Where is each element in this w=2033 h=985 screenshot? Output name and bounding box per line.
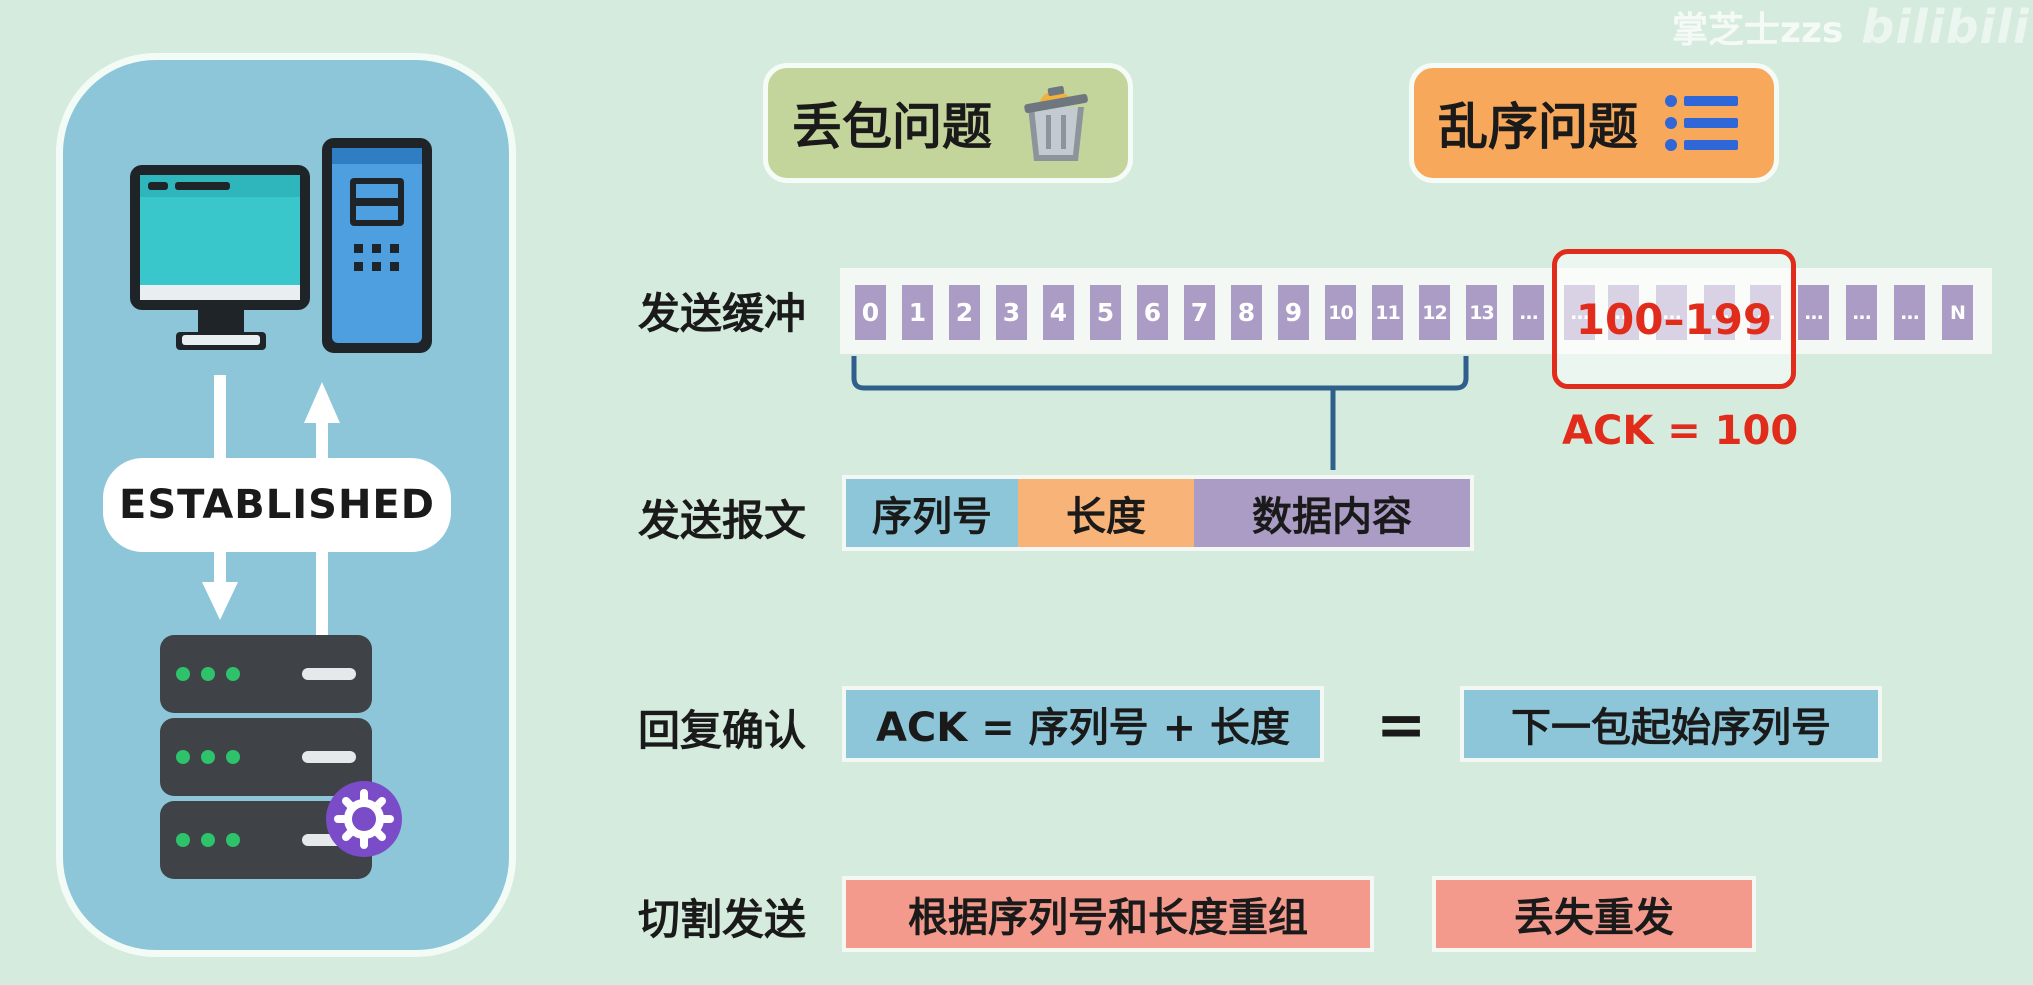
buffer-cell: 2 (949, 285, 980, 340)
buffer-cell: 12 (1419, 285, 1450, 340)
buffer-cell: 0 (855, 285, 886, 340)
buffer-cell: ... (1846, 285, 1877, 340)
buffer-cell: 7 (1184, 285, 1215, 340)
highlighted-range: 100–199 (1552, 249, 1796, 389)
length-field: 长度 (1018, 479, 1194, 547)
buffer-cell: ... (1798, 285, 1829, 340)
next-packet-seq: 下一包起始序列号 (1460, 686, 1882, 762)
gear-icon (326, 781, 402, 857)
send-packet-label: 发送报文 (638, 496, 807, 545)
buffer-cell: 5 (1090, 285, 1121, 340)
trash-can-icon (1024, 85, 1088, 161)
send-buffer-label: 发送缓冲 (638, 289, 807, 338)
ack-value: ACK = 100 (1562, 408, 1799, 454)
buffer-cell: 6 (1137, 285, 1168, 340)
buffer-cell: 3 (996, 285, 1027, 340)
packet-loss-header: 丢包问题 (763, 63, 1133, 183)
buffer-cell: 8 (1231, 285, 1262, 340)
buffer-cell: ... (1513, 285, 1544, 340)
out-of-order-header: 乱序问题 (1409, 63, 1779, 183)
established-status: ESTABLISHED (103, 458, 451, 552)
buffer-cell: ... (1894, 285, 1925, 340)
monitor-icon (130, 165, 310, 350)
packet-structure: 序列号 长度 数据内容 (842, 475, 1474, 551)
data-content-field: 数据内容 (1194, 479, 1470, 547)
buffer-cell: 1 (902, 285, 933, 340)
list-icon (1665, 95, 1738, 151)
equals-sign: = (1376, 690, 1427, 760)
packet-loss-title: 丢包问题 (792, 98, 992, 156)
reassemble-box: 根据序列号和长度重组 (842, 876, 1374, 952)
reply-ack-label: 回复确认 (638, 706, 807, 755)
sequence-number-field: 序列号 (846, 479, 1018, 547)
watermark-author: 掌芝士zzs (1672, 10, 1844, 51)
buffer-cell: 13 (1466, 285, 1497, 340)
buffer-cell: 9 (1278, 285, 1309, 340)
retransmit-box: 丢失重发 (1432, 876, 1756, 952)
server-icon (160, 635, 372, 879)
buffer-cell: 10 (1325, 285, 1356, 340)
buffer-cell: 4 (1043, 285, 1074, 340)
computer-tower-icon (322, 138, 432, 353)
split-send-label: 切割发送 (638, 895, 807, 944)
buffer-cell: N (1942, 285, 1973, 340)
connection-illustration (130, 138, 432, 879)
segment-bracket (851, 356, 1469, 470)
watermark-brand: bilibili (1861, 0, 2030, 54)
ack-formula-left: ACK = 序列号 + 长度 (842, 686, 1324, 762)
buffer-cell: 11 (1372, 285, 1403, 340)
watermark: 掌芝士zzs bilibili (1672, 0, 2030, 54)
out-of-order-title: 乱序问题 (1438, 98, 1638, 156)
